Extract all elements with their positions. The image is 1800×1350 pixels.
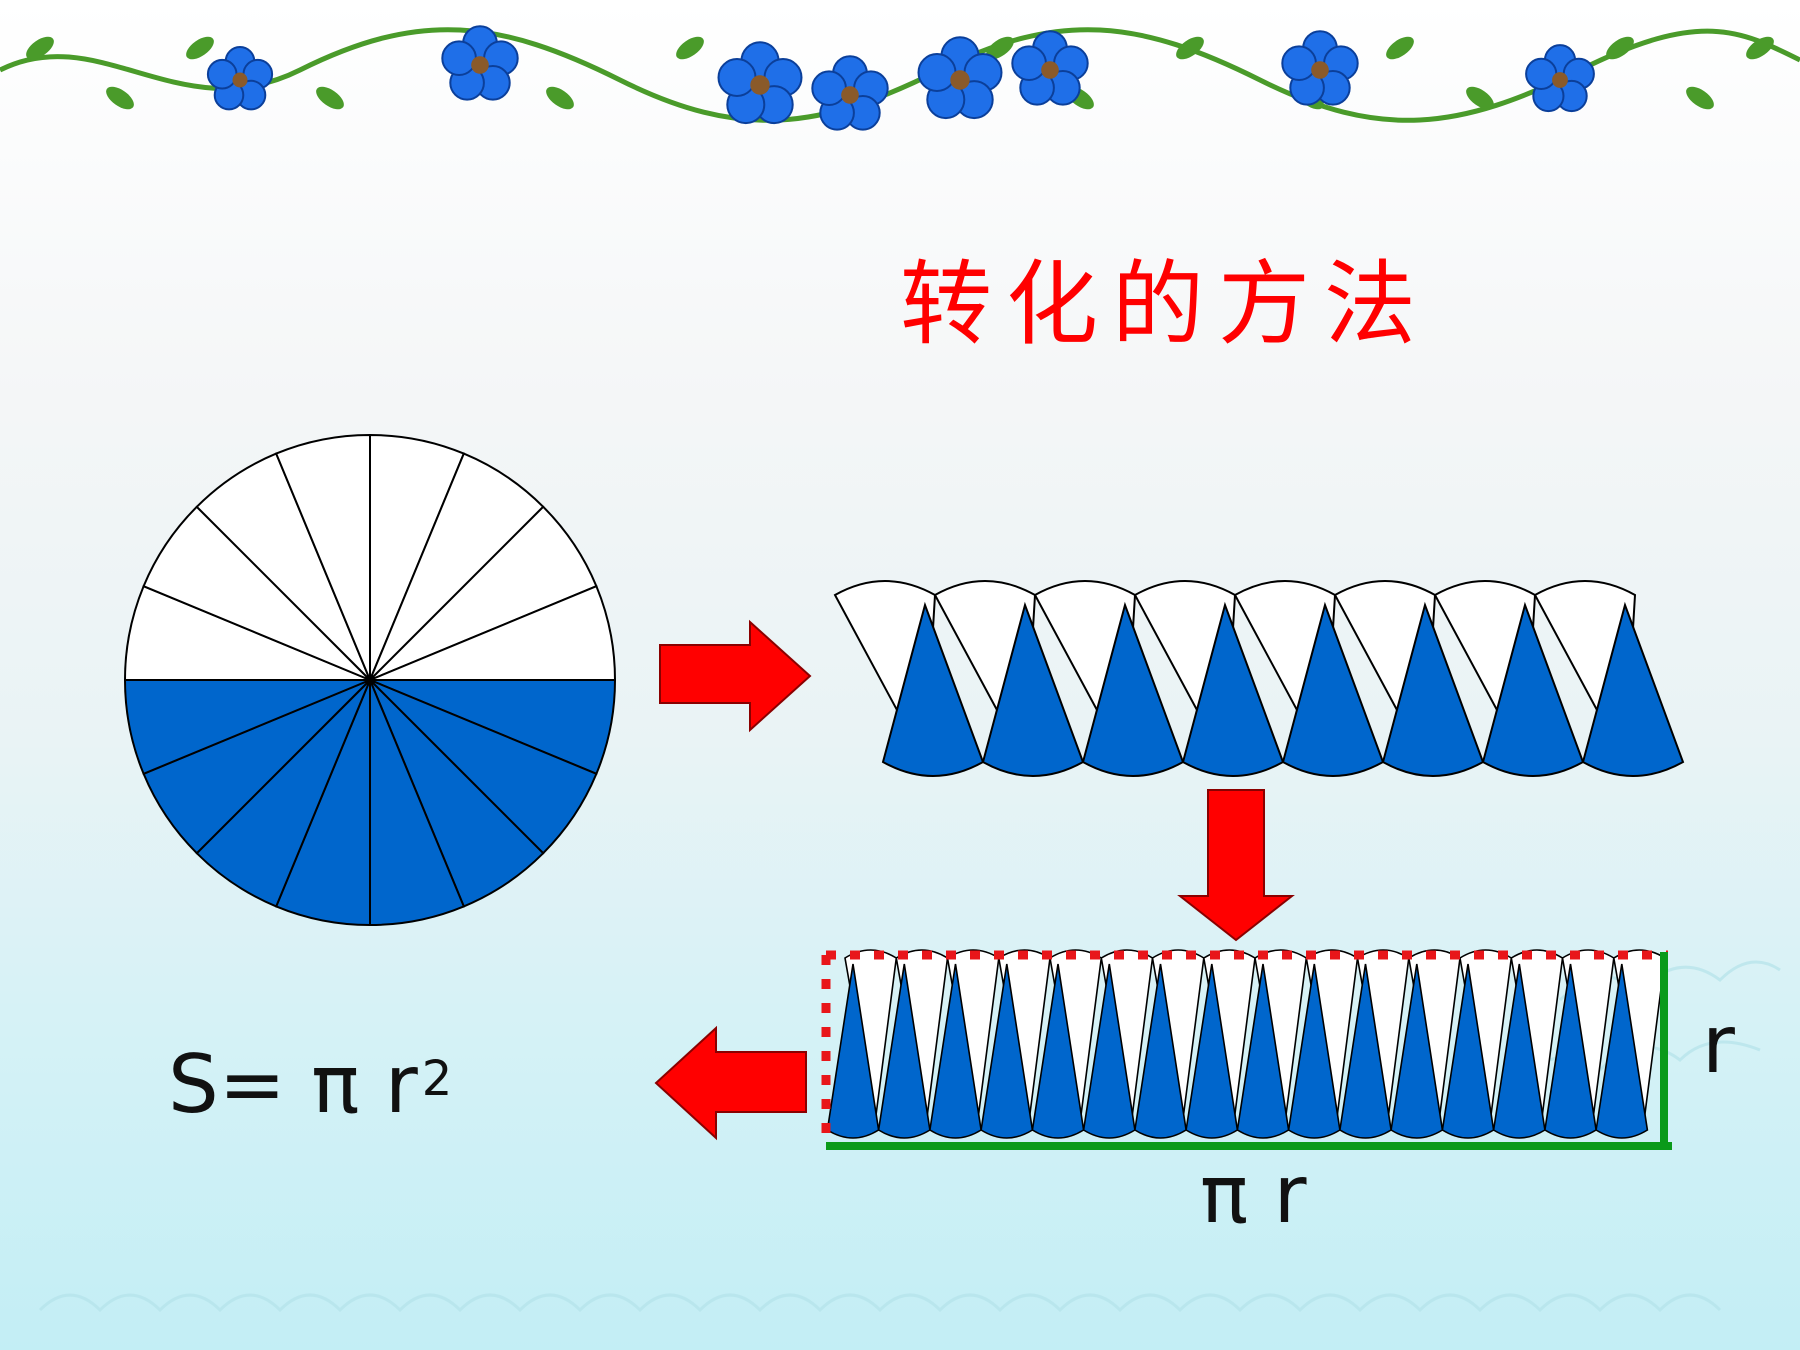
right-arrow-icon (659, 619, 812, 733)
flower-petal (206, 58, 238, 90)
flower (717, 41, 803, 125)
flower-center (950, 70, 970, 90)
flower-petal (1281, 45, 1317, 81)
leaf (1686, 86, 1714, 110)
leaf (676, 36, 704, 60)
divided-circle (123, 433, 617, 927)
formula-base: S= π r (168, 1038, 418, 1131)
flower (441, 25, 519, 101)
flower-petal (441, 40, 477, 76)
strip-piece-blue (1581, 601, 1685, 777)
leaf (1746, 36, 1774, 60)
flower-center (471, 56, 489, 74)
measure-lines (826, 952, 1672, 1150)
leaf (1606, 36, 1634, 60)
flower-center (1311, 61, 1329, 79)
length-label: π r (1200, 1148, 1307, 1241)
flower-center (1041, 61, 1059, 79)
flower-center (1552, 72, 1568, 88)
slide-title: 转化的方法 (900, 251, 1431, 358)
flower (1525, 44, 1595, 113)
flower (811, 55, 889, 131)
leaf (986, 36, 1014, 60)
flower-center (750, 75, 770, 95)
flower-center (841, 86, 859, 104)
leaf (1386, 36, 1414, 60)
flower-center (232, 72, 248, 88)
leaf (1176, 36, 1204, 60)
down-arrow-icon (1177, 789, 1295, 942)
flower-petal (717, 58, 757, 97)
flower-petal (917, 53, 957, 92)
left-arrow-icon (654, 1025, 807, 1141)
flower (1281, 30, 1359, 106)
dotted-outline (821, 950, 1668, 1142)
rearranged-strip (833, 580, 1685, 777)
approximated-rectangle (821, 949, 1672, 1150)
flower (1011, 30, 1089, 106)
circle-sector (123, 679, 371, 776)
leaf (316, 86, 344, 110)
area-formula: S= π r2 (168, 1030, 452, 1140)
formula-exponent: 2 (421, 1051, 453, 1107)
flower (917, 36, 1003, 120)
flower (206, 46, 274, 111)
height-label: r (1702, 998, 1735, 1091)
leaf (1466, 86, 1494, 110)
flower-petal (1525, 57, 1558, 91)
rect-piece-blue (1595, 963, 1649, 1139)
leaf (106, 86, 134, 110)
leaf (26, 36, 54, 60)
flower-vine-border (0, 25, 1800, 131)
leaf (186, 36, 214, 60)
flower-petal (811, 70, 847, 106)
leaf (546, 86, 574, 110)
flower-petal (1011, 45, 1047, 81)
